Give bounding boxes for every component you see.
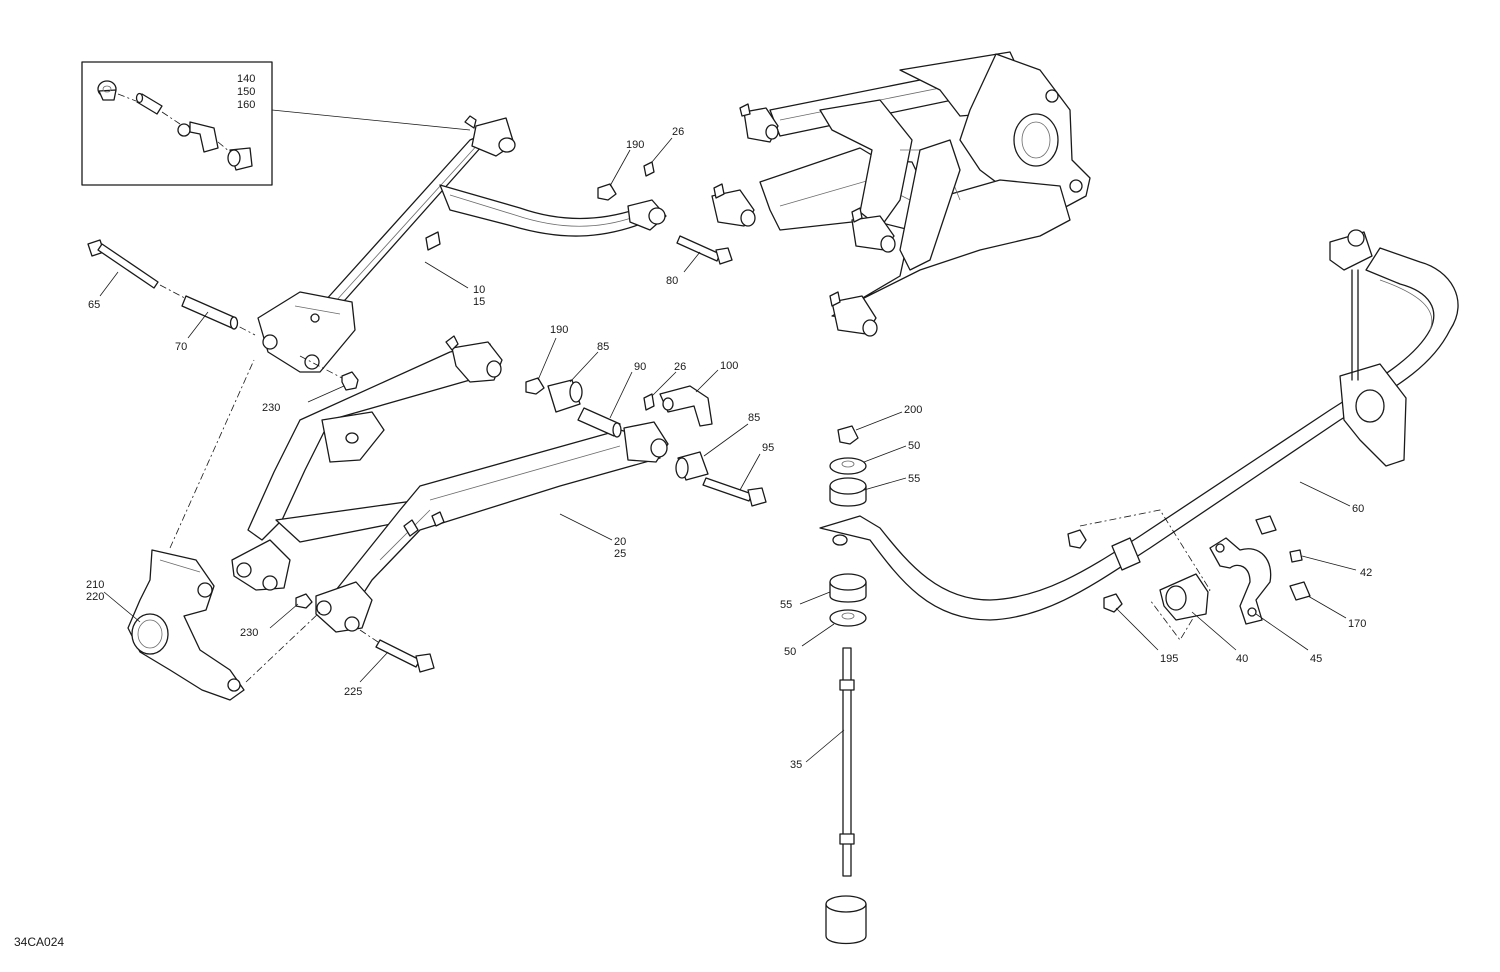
- callout-140: 140: [237, 73, 255, 85]
- lower-arm-rear-mount-left: [231, 539, 291, 591]
- inset-sleeve: [135, 92, 163, 115]
- inset-bracket: [177, 121, 219, 153]
- nut-190-lower: [525, 377, 545, 395]
- callout-85-right: 85: [748, 412, 760, 424]
- callout-50-upper: 50: [908, 440, 920, 452]
- callout-195: 195: [1160, 653, 1178, 665]
- nut-200: [837, 425, 859, 445]
- assembled-pivot-1: [739, 103, 779, 143]
- inset-bushing-flange: [97, 80, 117, 101]
- callout-25: 25: [614, 548, 626, 560]
- link-rod-bottom-bushing: [825, 895, 867, 945]
- clamp-45: [1209, 537, 1272, 625]
- bolt-95: [702, 477, 767, 507]
- callout-230-lower: 230: [240, 627, 258, 639]
- stabilizer-bar: [819, 229, 1459, 621]
- link-rod-35: [839, 647, 855, 877]
- callout-200: 200: [904, 404, 922, 416]
- callout-26-upper: 26: [672, 126, 684, 138]
- bushing-85-left: [547, 379, 583, 413]
- callout-50-lower: 50: [784, 646, 796, 658]
- callout-45: 45: [1310, 653, 1322, 665]
- grease-fitting-26-lower: [643, 393, 655, 411]
- sleeve-70: [181, 295, 239, 330]
- bushing-detail-inset: 140 150 160: [81, 61, 273, 186]
- callout-95: 95: [762, 442, 774, 454]
- screw-170: [1255, 515, 1311, 601]
- cushion-55-upper: [829, 477, 867, 507]
- upper-arm-front-bushing: [627, 199, 667, 231]
- callout-55-upper: 55: [908, 473, 920, 485]
- callout-190-upper: 190: [626, 139, 644, 151]
- callout-10: 10: [473, 284, 485, 296]
- callout-40: 40: [1236, 653, 1248, 665]
- inset-bushing: [227, 147, 253, 171]
- callout-65: 65: [88, 299, 100, 311]
- grease-fitting-26-upper: [643, 161, 655, 177]
- callout-170: 170: [1348, 618, 1366, 630]
- callout-225: 225: [344, 686, 362, 698]
- callout-85-left: 85: [597, 341, 609, 353]
- washer-50-upper: [829, 457, 867, 475]
- callout-220: 220: [86, 591, 104, 603]
- assembled-pivot-4: [829, 291, 878, 337]
- lower-arm-front-bushing: [623, 421, 669, 463]
- callout-160: 160: [237, 99, 255, 111]
- nut-230-lower: [295, 593, 313, 609]
- knuckle: [127, 549, 245, 701]
- callout-190-lower: 190: [550, 324, 568, 336]
- lower-arm-rear-mount-right: [315, 581, 373, 633]
- assembled-pivot-3: [851, 207, 896, 253]
- callout-15: 15: [473, 296, 485, 308]
- assembled-pivot-2: [711, 183, 756, 227]
- bolt-225: [375, 639, 435, 673]
- sleeve-90: [577, 407, 622, 438]
- cushion-55-lower: [829, 573, 867, 603]
- upper-arm-ball-joint-end: [464, 115, 516, 157]
- callout-70: 70: [175, 341, 187, 353]
- lower-a-arm: [231, 335, 669, 633]
- callout-35: 35: [790, 759, 802, 771]
- callout-20: 20: [614, 536, 626, 548]
- callout-42: 42: [1360, 567, 1372, 579]
- nut-195: [1067, 529, 1123, 613]
- lower-arm-ball-joint-end: [445, 335, 503, 383]
- assembled-suspension-view: [711, 51, 1091, 337]
- bolt-80: [676, 235, 733, 265]
- nut-190-upper: [597, 183, 617, 201]
- callout-55-lower: 55: [780, 599, 792, 611]
- callout-90: 90: [634, 361, 646, 373]
- callout-230-upper: 230: [262, 402, 280, 414]
- washer-50-lower: [829, 609, 867, 627]
- callout-80: 80: [666, 275, 678, 287]
- bushing-85-right: [675, 451, 709, 481]
- bolt-65: [87, 239, 159, 289]
- inset-frame: [81, 61, 273, 186]
- callout-60: 60: [1352, 503, 1364, 515]
- callout-100: 100: [720, 360, 738, 372]
- callout-150: 150: [237, 86, 255, 98]
- drawing-number: 34CA024: [14, 935, 64, 949]
- callout-210: 210: [86, 579, 104, 591]
- callout-26-lower: 26: [674, 361, 686, 373]
- upper-a-arm: [257, 115, 667, 373]
- bracket-100: [659, 385, 713, 427]
- grease-fitting-42: [1289, 549, 1303, 563]
- nut-230-upper: [341, 371, 359, 391]
- bushing-40: [1159, 573, 1209, 621]
